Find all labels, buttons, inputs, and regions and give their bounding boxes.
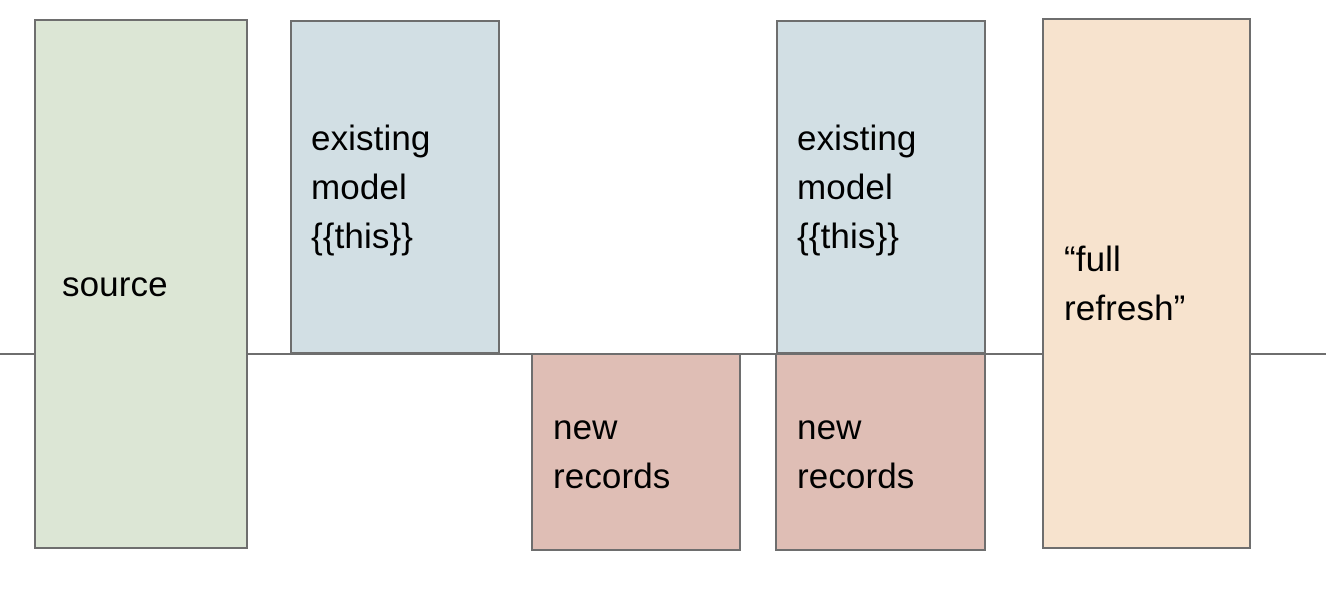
node-full-refresh-label: “full refresh” (1064, 239, 1186, 328)
node-new-records-2[interactable]: new records (775, 353, 986, 551)
node-existing-model-2-label: existing model {{this}} (797, 118, 917, 256)
node-existing-model-2[interactable]: existing model {{this}} (776, 20, 986, 354)
node-existing-model-1-label: existing model {{this}} (311, 118, 431, 256)
node-new-records-2-label: new records (797, 408, 915, 496)
node-source[interactable]: source (34, 19, 248, 549)
node-new-records-1-label: new records (553, 408, 671, 496)
node-full-refresh[interactable]: “full refresh” (1042, 18, 1251, 549)
node-existing-model-1[interactable]: existing model {{this}} (290, 20, 500, 354)
node-source-label: source (62, 264, 168, 304)
node-new-records-1[interactable]: new records (531, 353, 741, 551)
